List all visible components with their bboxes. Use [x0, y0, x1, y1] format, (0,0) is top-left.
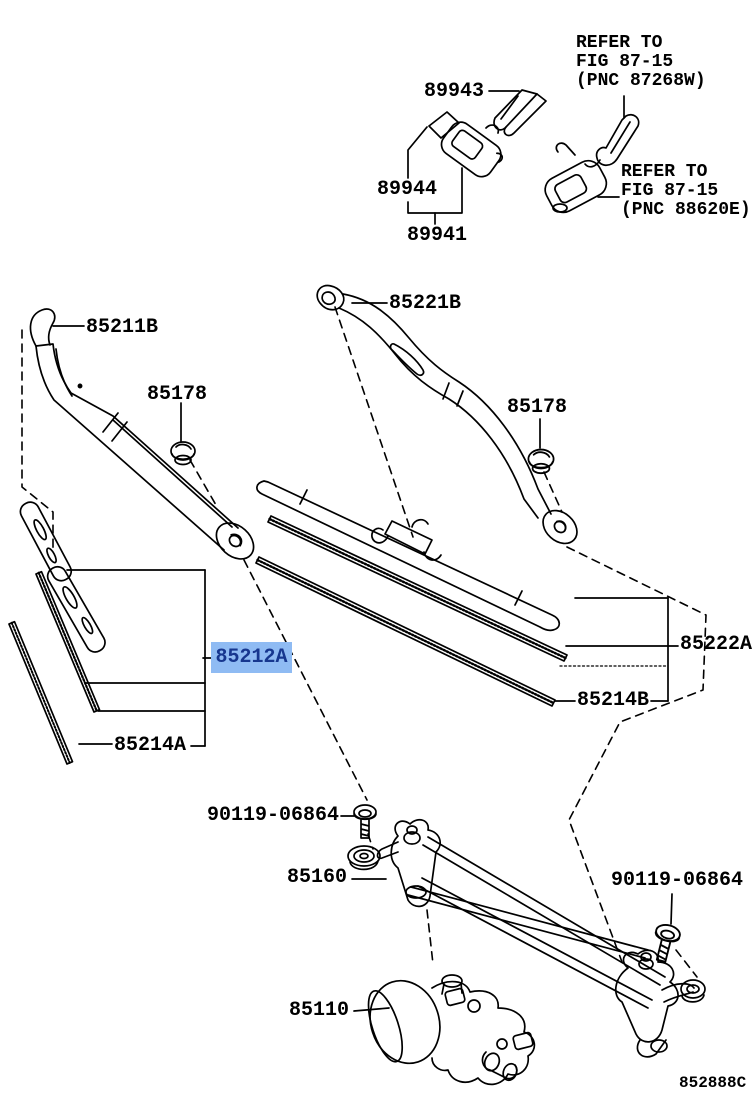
- sensor-89941-drawing: [440, 121, 504, 178]
- part-label-85222a[interactable]: 85222A: [680, 633, 753, 656]
- bracket-left-lines: [66, 569, 212, 747]
- part-label-85178-right[interactable]: 85178: [507, 396, 568, 419]
- refer-note-87268w: REFER TO FIG 87-15 (PNC 87268W): [576, 34, 706, 91]
- pivot-cap-left-drawing: [170, 402, 196, 466]
- sticker-89944-drawing: [407, 111, 463, 225]
- wiper-arm-right-drawing: [316, 284, 578, 545]
- part-label-85212a-highlighted[interactable]: 85212A: [211, 642, 292, 673]
- part-label-85211b[interactable]: 85211B: [86, 316, 159, 339]
- part-label-85214a[interactable]: 85214A: [114, 734, 187, 757]
- blade-strip-upper-drawing: [267, 515, 568, 662]
- refer-note-line: FIG 87-15: [621, 181, 719, 201]
- part-label-85214b[interactable]: 85214B: [577, 689, 650, 712]
- part-label-85160[interactable]: 85160: [287, 866, 348, 889]
- diagram-code: 852888C: [679, 1074, 747, 1092]
- bolt-right-drawing: [648, 893, 683, 965]
- refer-note-line: (PNC 87268W): [576, 71, 706, 91]
- bolt-left-drawing: [340, 804, 377, 839]
- wiper-blade-left-drawing: [19, 501, 106, 653]
- wiper-blade-right-drawing: [256, 480, 561, 632]
- part-label-89943[interactable]: 89943: [424, 80, 485, 103]
- part-label-89941[interactable]: 89941: [407, 224, 468, 247]
- part-label-90119-left[interactable]: 90119-06864: [207, 804, 340, 827]
- cone-87268w-drawing: [584, 95, 640, 168]
- wiper-link-drawing: [347, 818, 706, 1058]
- left-strip-b-drawing: [8, 620, 74, 765]
- part-label-85221b[interactable]: 85221B: [389, 292, 462, 315]
- blade-strip-lower-drawing: [255, 556, 556, 707]
- refer-note-line: (PNC 88620E): [621, 200, 751, 220]
- part-label-85178-left[interactable]: 85178: [147, 383, 208, 406]
- wiper-motor-drawing: [353, 974, 536, 1086]
- refer-note-line: REFER TO: [576, 33, 663, 53]
- part-label-85110[interactable]: 85110: [289, 999, 350, 1022]
- refer-note-line: FIG 87-15: [576, 52, 674, 72]
- refer-note-88620e: REFER TO FIG 87-15 (PNC 88620E): [621, 163, 751, 220]
- dashed-leader-lines: [21, 306, 707, 978]
- left-strip-a-drawing: [35, 570, 101, 713]
- wiper-arm-left-drawing: [29, 308, 255, 560]
- bracket-right-lines: [554, 597, 679, 702]
- part-label-89944[interactable]: 89944: [377, 178, 438, 201]
- pivot-cap-right-drawing: [527, 418, 555, 475]
- cover-88620e-drawing: [544, 142, 620, 214]
- part-label-90119-right[interactable]: 90119-06864: [611, 869, 744, 892]
- refer-note-line: REFER TO: [621, 162, 708, 182]
